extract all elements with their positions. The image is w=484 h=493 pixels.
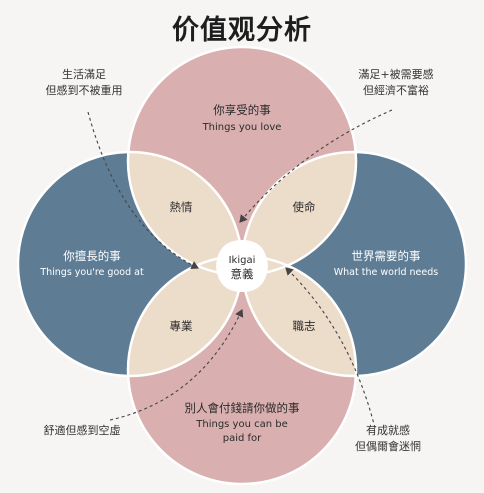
- label-left-en: Things you're good at: [39, 267, 144, 278]
- label-left-cn: 你擅長的事: [63, 249, 121, 263]
- note-top-left-2: 但感到不被重用: [46, 83, 123, 97]
- label-bottom-cn: 別人會付錢請你做的事: [185, 401, 300, 415]
- label-ikigai-cn: 意義: [231, 267, 254, 281]
- arrow-top-left: [87, 111, 199, 270]
- label-bottom-en-1: Things you can be: [195, 419, 288, 430]
- label-mission: 使命: [293, 200, 316, 214]
- label-top-cn: 你享受的事: [213, 103, 271, 117]
- note-bottom-left-1: 舒適但感到空虛: [44, 423, 121, 437]
- note-top-right-2: 但經濟不富裕: [363, 83, 429, 97]
- label-passion: 熱情: [170, 200, 193, 214]
- arrow-bottom-right: [285, 267, 376, 429]
- label-bottom-en-2: paid for: [223, 433, 262, 444]
- label-profession: 專業: [170, 319, 193, 333]
- note-top-right-1: 滿足+被需要感: [358, 68, 433, 81]
- note-bottom-right-2: 但偶爾會迷惘: [355, 439, 421, 453]
- note-bottom-right-1: 有成就感: [366, 423, 410, 437]
- note-top-left-1: 生活滿足: [62, 67, 106, 81]
- arrow-top-right: [239, 109, 393, 223]
- label-right-cn: 世界需要的事: [352, 249, 421, 263]
- label-top-en: Things you love: [202, 122, 282, 133]
- center-ikigai-region: [216, 240, 268, 292]
- label-ikigai-en: Ikigai: [229, 255, 256, 266]
- page-title: 价值观分析: [172, 15, 312, 46]
- label-right-en: What the world needs: [334, 267, 439, 278]
- label-vocation: 職志: [293, 319, 316, 333]
